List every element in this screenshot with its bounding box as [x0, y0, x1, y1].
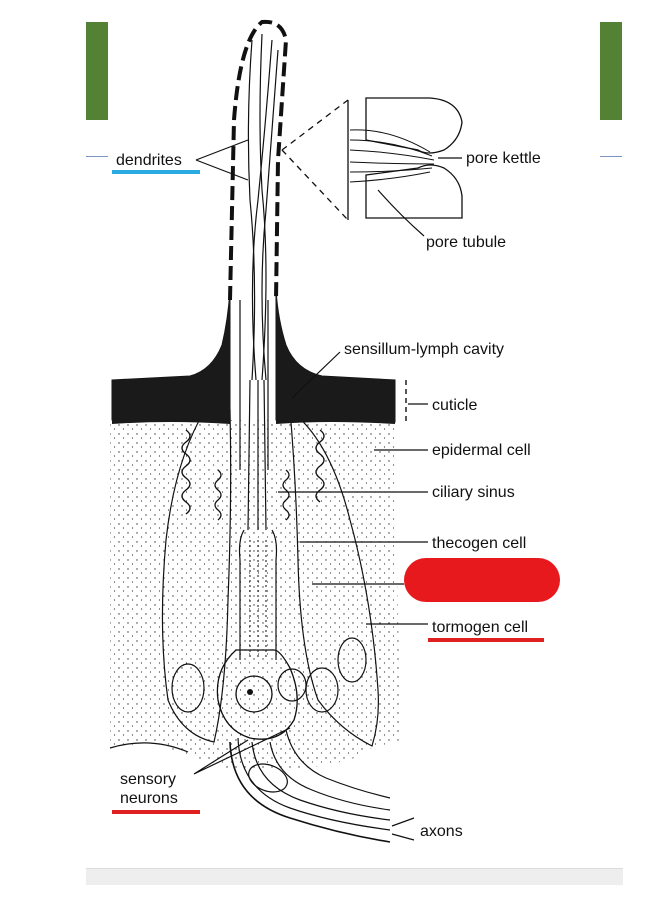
label-tormogen-cell: tormogen cell	[432, 619, 528, 636]
pore-inset	[281, 97, 463, 221]
bottom-scroll-strip	[86, 868, 623, 885]
sensory-neuron-bodies	[216, 649, 298, 740]
diagram-labels: dendrites pore kettle pore tubule sensil…	[116, 150, 541, 840]
label-cuticle: cuticle	[432, 397, 477, 414]
label-pore-kettle: pore kettle	[466, 150, 541, 167]
label-dendrites: dendrites	[116, 152, 182, 169]
dendrite-bundle	[238, 379, 278, 660]
label-axons: axons	[420, 823, 463, 840]
sensory-neurons-underline	[112, 810, 200, 814]
label-pore-tubule: pore tubule	[426, 234, 506, 251]
axon-bundle	[229, 729, 391, 843]
left-accent-bar	[86, 22, 108, 120]
support-cells	[161, 408, 379, 747]
leader-lines	[193, 139, 462, 841]
label-sensory: sensory	[120, 771, 176, 788]
right-rule	[600, 156, 622, 157]
label-sensillum-lymph-cavity: sensillum-lymph cavity	[344, 341, 504, 358]
hair-shaft	[228, 19, 289, 470]
label-ciliary-sinus: ciliary sinus	[432, 484, 515, 501]
tormogen-underline	[428, 638, 544, 642]
left-rule	[86, 156, 108, 157]
dendrites-underline	[112, 170, 200, 174]
label-neurons: neurons	[120, 790, 178, 807]
redaction-blob	[404, 558, 560, 602]
label-epidermal-cell: epidermal cell	[432, 442, 531, 459]
epidermis	[109, 420, 400, 770]
right-accent-bar	[600, 22, 622, 120]
label-thecogen-cell: thecogen cell	[432, 535, 526, 552]
